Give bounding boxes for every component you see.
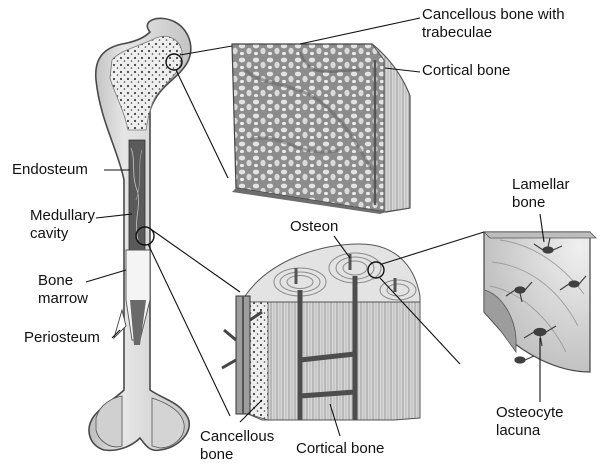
label-medullary-cavity: Medullary cavity (30, 207, 95, 243)
label-cancellous-bone-bottom: Cancellous bone (200, 428, 274, 464)
femur-illustration (89, 18, 191, 450)
osteon-inset (222, 244, 420, 420)
label-cortical-bone-top: Cortical bone (422, 62, 510, 80)
label-lamellar-bone: Lamellar bone (512, 176, 570, 212)
label-cortical-bone-bottom: Cortical bone (296, 440, 384, 458)
label-osteocyte-lacuna: Osteocyte lacuna (496, 404, 564, 440)
label-osteon: Osteon (290, 218, 338, 236)
label-periosteum: Periosteum (24, 329, 100, 347)
label-cancellous-trabeculae: Cancellous bone with trabeculae (422, 6, 565, 42)
cancellous-inset (232, 44, 410, 214)
label-endosteum: Endosteum (12, 161, 88, 179)
label-bone-marrow: Bone marrow (38, 272, 88, 308)
